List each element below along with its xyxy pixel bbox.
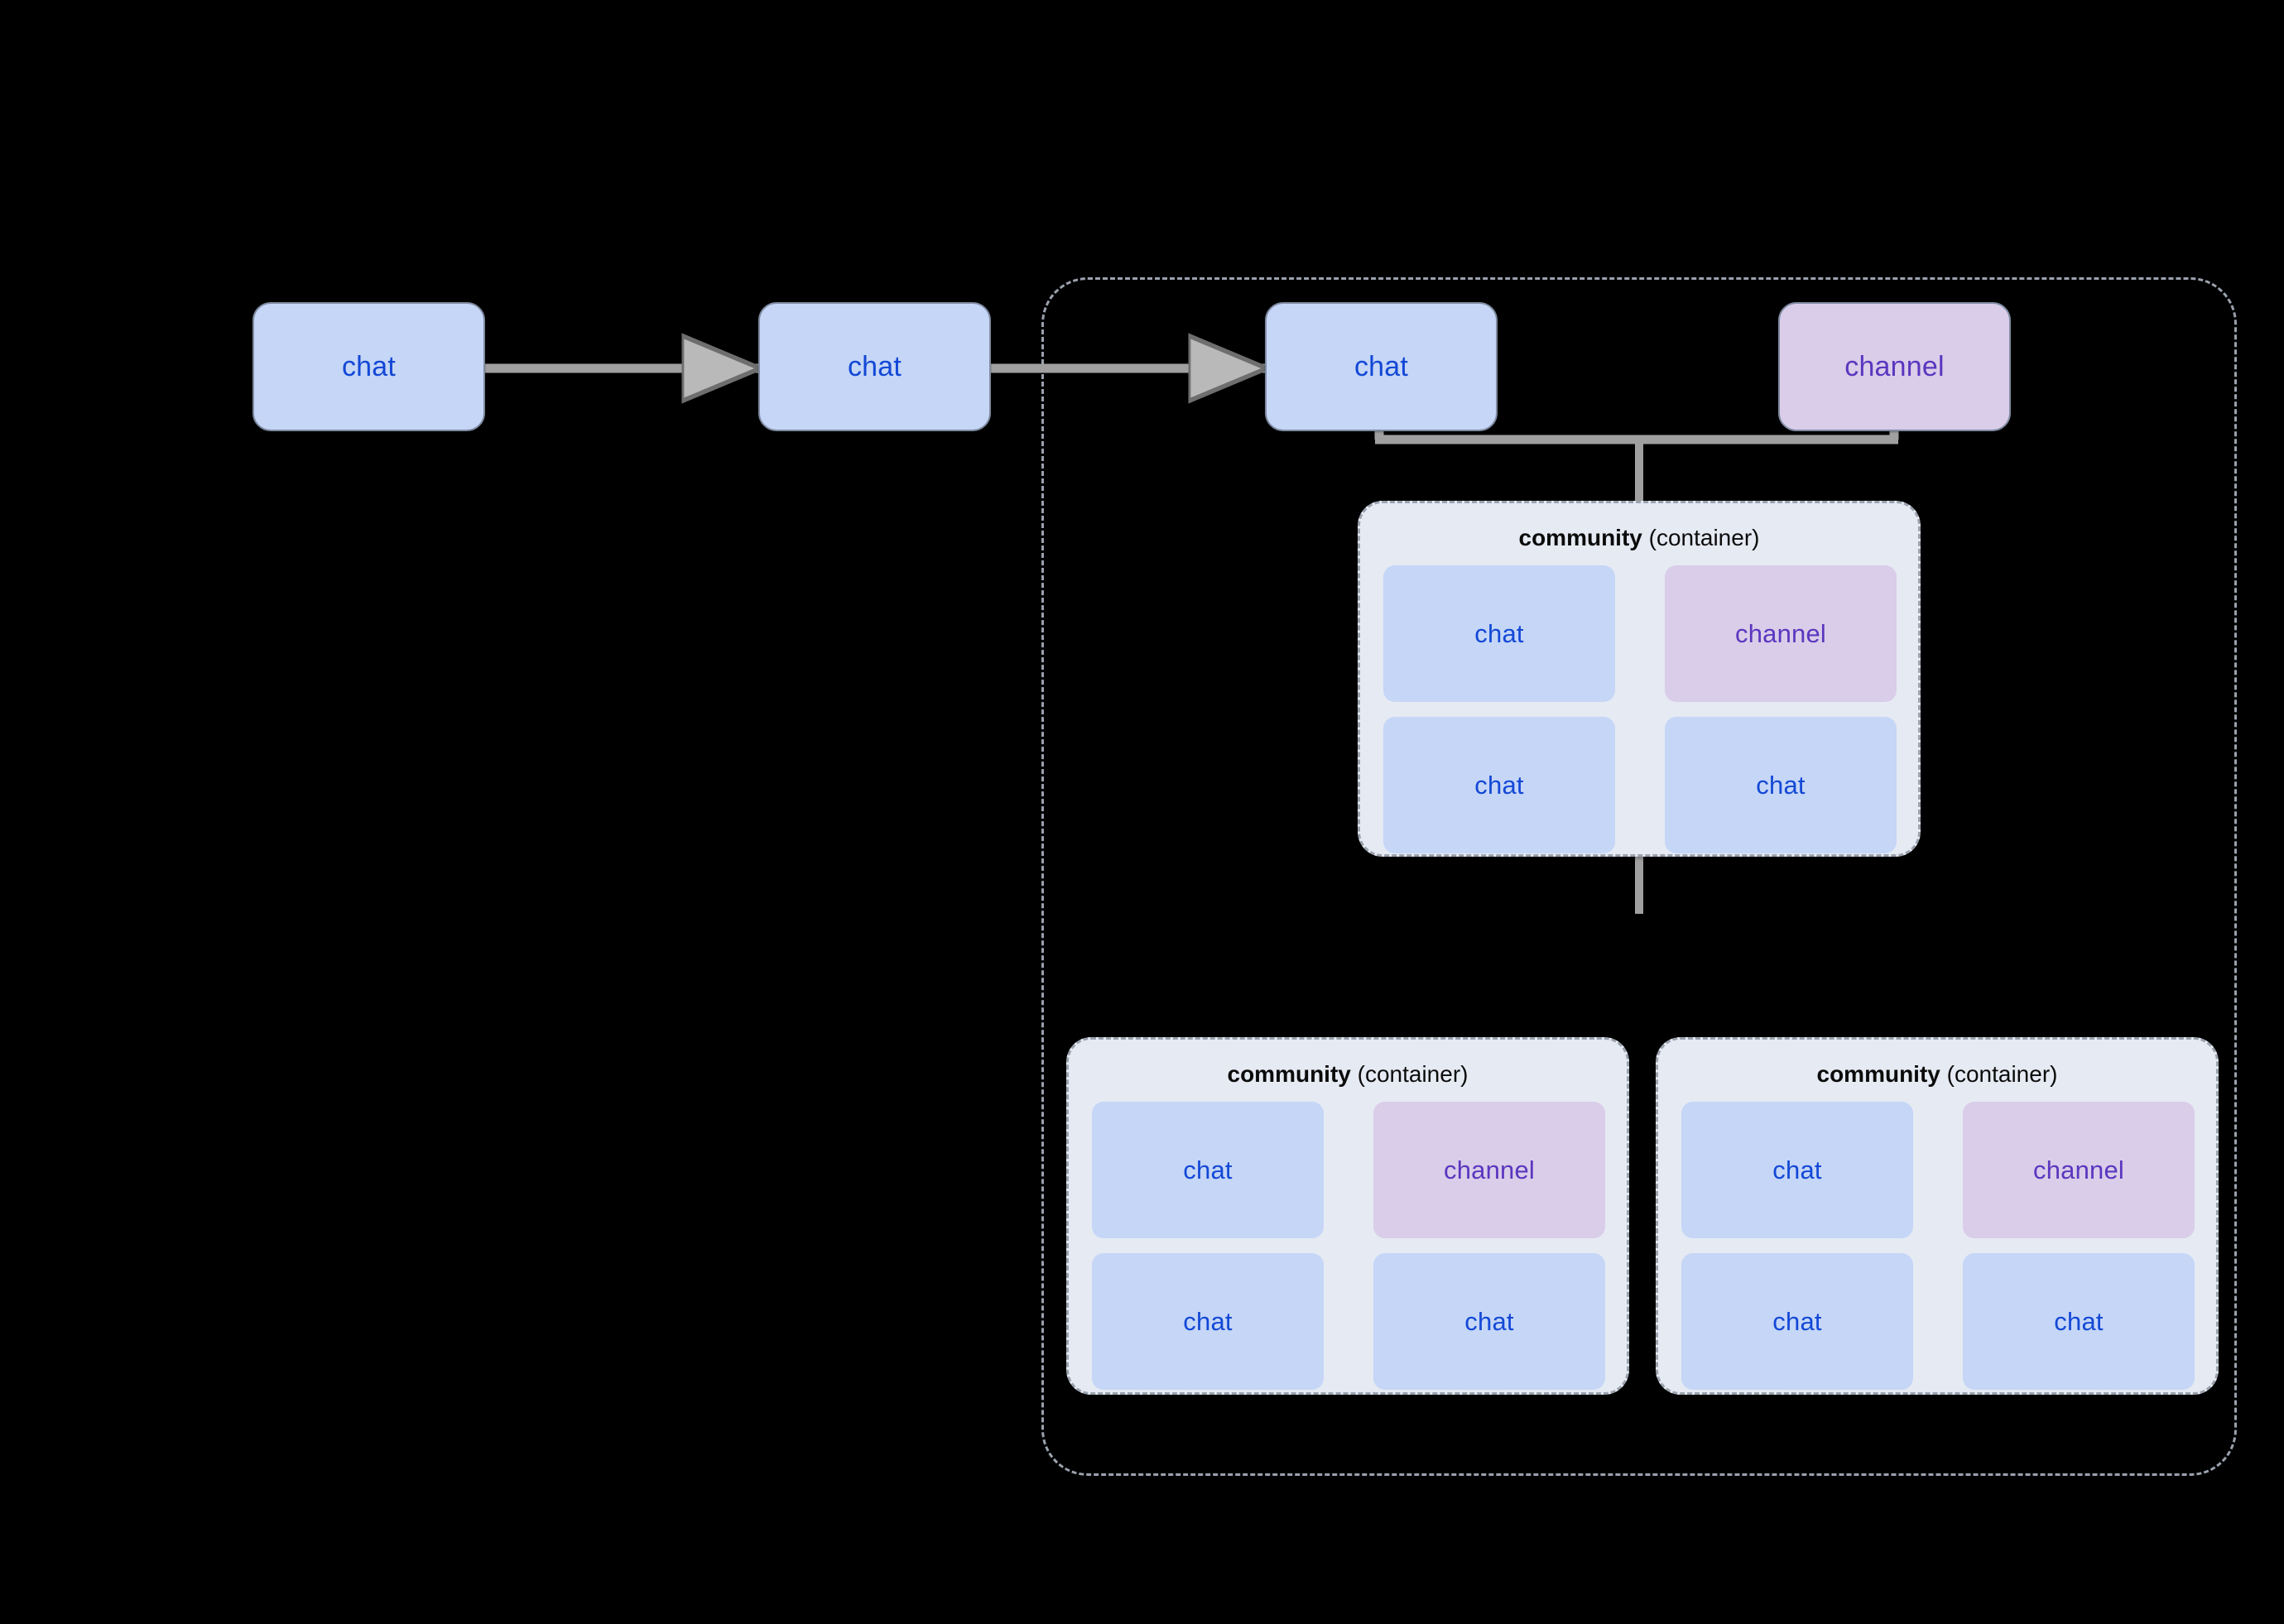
node-community-3-chat-c[interactable]: chat: [1963, 1253, 2195, 1390]
container-title: community (container): [1069, 1061, 1627, 1088]
node-chat-2[interactable]: chat: [758, 302, 991, 431]
node-chat-1[interactable]: chat: [252, 302, 485, 431]
node-label: chat: [1772, 1307, 1822, 1336]
node-chat-3[interactable]: chat: [1265, 302, 1498, 431]
node-community-3-channel[interactable]: channel: [1963, 1102, 2195, 1238]
container-title-regular: (container): [1350, 1061, 1469, 1087]
container-title-strong: community: [1816, 1061, 1940, 1087]
node-community-1-channel[interactable]: channel: [1665, 565, 1897, 702]
node-community-1-chat-a[interactable]: chat: [1383, 565, 1615, 702]
node-label: chat: [341, 351, 397, 382]
node-community-3-chat-b[interactable]: chat: [1681, 1253, 1913, 1390]
container-title-regular: (container): [1642, 525, 1760, 550]
node-label: chat: [1772, 1156, 1822, 1184]
container-title-strong: community: [1227, 1061, 1351, 1087]
node-community-2-channel[interactable]: channel: [1373, 1102, 1605, 1238]
container-community-2[interactable]: community (container) chat channel chat …: [1066, 1037, 1629, 1395]
container-title-regular: (container): [1940, 1061, 2058, 1087]
node-label: chat: [1474, 619, 1524, 648]
node-label: chat: [1354, 351, 1409, 382]
node-label: chat: [1756, 771, 1806, 800]
node-community-1-chat-c[interactable]: chat: [1665, 717, 1897, 853]
node-label: chat: [1183, 1156, 1233, 1184]
node-community-2-chat-a[interactable]: chat: [1092, 1102, 1324, 1238]
node-label: chat: [1474, 771, 1524, 800]
node-label: chat: [1183, 1307, 1233, 1336]
node-label: chat: [2054, 1307, 2104, 1336]
node-label: channel: [1444, 1156, 1535, 1184]
node-community-2-chat-b[interactable]: chat: [1092, 1253, 1324, 1390]
node-label: channel: [1735, 619, 1826, 648]
container-title: community (container): [1658, 1061, 2216, 1088]
node-label: chat: [847, 351, 902, 382]
node-community-2-chat-c[interactable]: chat: [1373, 1253, 1605, 1390]
container-community-1[interactable]: community (container) chat channel chat …: [1358, 501, 1921, 857]
node-label: channel: [2033, 1156, 2124, 1184]
container-title: community (container): [1360, 525, 1918, 551]
node-channel-1[interactable]: channel: [1778, 302, 2011, 431]
container-title-strong: community: [1518, 525, 1642, 550]
node-community-1-chat-b[interactable]: chat: [1383, 717, 1615, 853]
container-community-3[interactable]: community (container) chat channel chat …: [1656, 1037, 2219, 1395]
outer-group-boundary: [1041, 277, 2237, 1476]
node-label: channel: [1844, 351, 1945, 382]
node-label: chat: [1464, 1307, 1514, 1336]
node-community-3-chat-a[interactable]: chat: [1681, 1102, 1913, 1238]
